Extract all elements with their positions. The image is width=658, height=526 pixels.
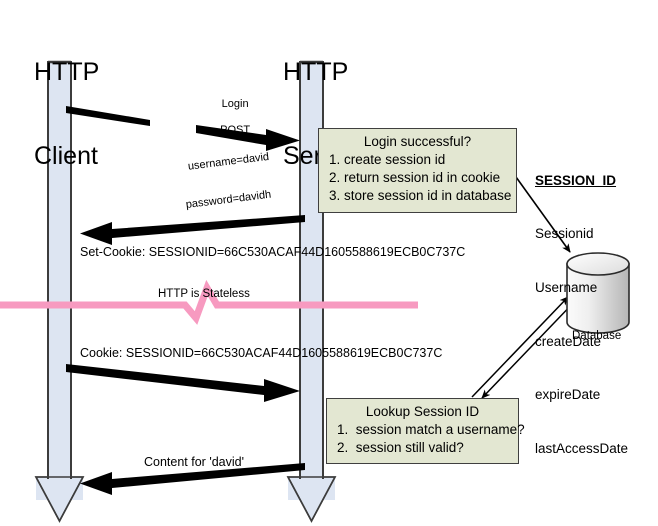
session-id-schema: SESSION_ID Sessionid Username createDate… <box>535 135 628 495</box>
database-cylinder-icon <box>566 252 630 334</box>
process-box-login-step-3: 3. store session id in database <box>329 188 512 204</box>
process-box-lookup-title: Lookup Session ID <box>365 404 480 419</box>
session-id-schema-field-1: Sessionid <box>535 226 594 242</box>
lifeline-header-client-line2: Client <box>34 142 98 170</box>
session-id-schema-field-2: Username <box>535 280 598 296</box>
lifeline-header-server-line1: HTTP <box>283 58 349 86</box>
process-box-lookup: Lookup Session ID 1. session match a use… <box>326 398 525 464</box>
arrow-cookie-request <box>66 364 300 402</box>
session-id-schema-field-5: lastAccessDate <box>535 441 629 457</box>
lifeline-header-client: HTTP Client <box>34 2 99 226</box>
lifeline-client <box>34 60 85 523</box>
process-box-login-title: Login successful? <box>363 134 472 149</box>
process-box-login-step-1: 1. create session id <box>329 152 446 167</box>
process-box-lookup-step-1: 1. session match a username? <box>337 422 525 437</box>
message-label-cookie-request: Cookie: SESSIONID=66C530ACAF44D160558861… <box>80 346 443 360</box>
session-id-schema-field-3: createDate <box>535 333 602 349</box>
login-label-line-2: POST <box>220 123 251 136</box>
stateless-divider-label: HTTP is Stateless <box>158 288 250 300</box>
process-box-lookup-steps: 1. session match a username? 2. session … <box>327 421 525 457</box>
message-label-set-cookie-response: Set-Cookie: SESSIONID=66C530ACAF44D16055… <box>80 245 466 259</box>
arrow-content-response <box>80 463 305 495</box>
arrow-store-session-to-database <box>515 176 571 253</box>
lifeline-header-client-line1: HTTP <box>34 58 100 86</box>
process-box-login: Login successful? 1. create session id 2… <box>318 128 517 213</box>
message-label-login-request: Login POST username=david password=david… <box>170 85 288 240</box>
message-label-content-response: Content for 'david' <box>144 455 244 469</box>
stateless-divider-line <box>0 279 418 325</box>
session-id-schema-title: SESSION_ID <box>535 172 617 188</box>
process-box-lookup-step-2: 2. session still valid? <box>337 440 464 456</box>
arrow-set-cookie-response <box>80 215 305 245</box>
login-label-line-1: Login <box>221 97 249 110</box>
login-label-line-3: username=david <box>187 150 270 173</box>
arrow-lookup-to-database <box>471 296 579 399</box>
login-label-line-4: password=davidh <box>185 188 272 211</box>
session-id-schema-field-4: expireDate <box>535 387 601 403</box>
arrow-login-request <box>66 106 300 151</box>
process-box-login-step-2: 2. return session id in cookie <box>329 170 501 186</box>
lifeline-server <box>286 60 337 523</box>
database-caption: Database <box>572 330 622 342</box>
process-box-login-steps: 1. create session id 2. return session i… <box>319 151 516 206</box>
